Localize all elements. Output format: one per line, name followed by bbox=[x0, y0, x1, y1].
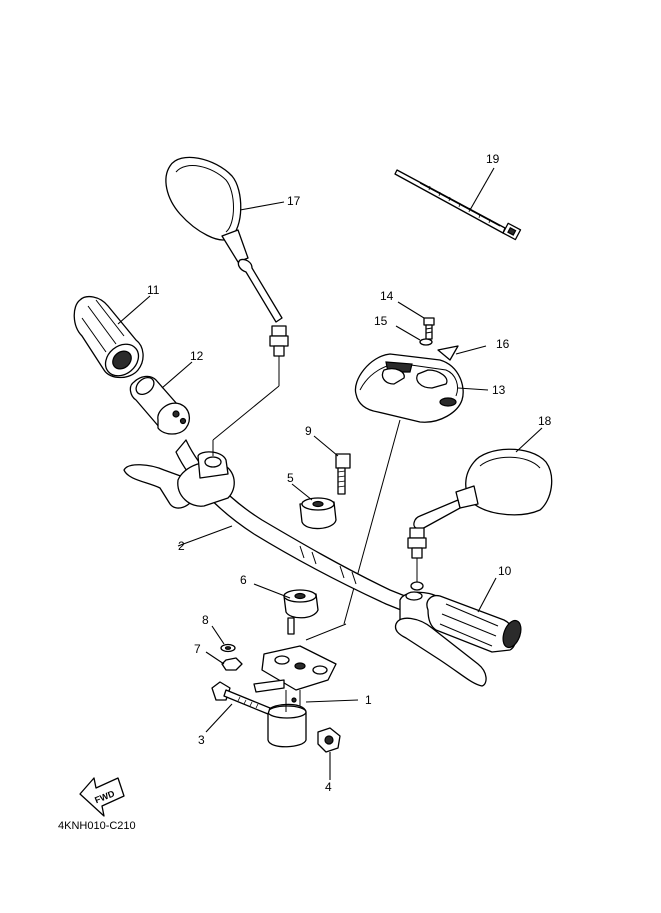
leader-lines bbox=[117, 167, 543, 780]
part-18-right-mirror bbox=[407, 448, 553, 591]
callout-4: 4 bbox=[325, 780, 332, 794]
callout-15: 15 bbox=[374, 314, 388, 328]
callout-16: 16 bbox=[496, 337, 510, 351]
part-10-right-grip bbox=[426, 594, 522, 653]
part-16-decal bbox=[437, 345, 459, 361]
part-2-handlebar bbox=[123, 385, 487, 687]
part-19-cable-tie bbox=[394, 169, 522, 241]
callout-17: 17 bbox=[287, 194, 301, 208]
part-14-screw bbox=[423, 317, 435, 340]
callout-11: 11 bbox=[147, 283, 160, 297]
part-4-nut bbox=[317, 727, 341, 753]
callout-12: 12 bbox=[190, 349, 204, 363]
part-11-left-grip bbox=[73, 295, 144, 379]
forward-direction-arrow: FWD bbox=[79, 777, 125, 817]
part-6-lower-holder bbox=[283, 589, 319, 635]
part-13-switch-housing bbox=[343, 353, 464, 625]
part-8-washer bbox=[220, 643, 236, 653]
callout-3: 3 bbox=[198, 733, 205, 747]
callout-5: 5 bbox=[287, 471, 294, 485]
callout-9: 9 bbox=[305, 424, 312, 438]
callout-10: 10 bbox=[498, 564, 512, 578]
callout-19: 19 bbox=[486, 152, 500, 166]
part-15-washer bbox=[419, 338, 433, 346]
part-12-throttle-tube bbox=[129, 375, 191, 435]
callout-7: 7 bbox=[194, 642, 201, 656]
callout-6: 6 bbox=[240, 573, 247, 587]
callout-13: 13 bbox=[492, 383, 506, 397]
part-7-nut bbox=[221, 657, 243, 671]
part-1-handlebar-bracket bbox=[253, 623, 347, 748]
callout-labels: 1 2 3 4 5 6 7 8 9 10 11 12 13 14 15 16 1… bbox=[147, 152, 552, 794]
diagram-reference-code: 4KNH010-C210 bbox=[58, 820, 136, 832]
part-9-bolt bbox=[335, 453, 351, 495]
part-17-left-mirror bbox=[165, 156, 289, 386]
callout-14: 14 bbox=[380, 289, 394, 303]
part-3-bolt bbox=[211, 681, 271, 715]
part-5-upper-holder bbox=[299, 497, 337, 530]
callout-1: 1 bbox=[365, 693, 372, 707]
callout-2: 2 bbox=[178, 539, 185, 553]
callout-18: 18 bbox=[538, 414, 552, 428]
callout-8: 8 bbox=[202, 613, 209, 627]
